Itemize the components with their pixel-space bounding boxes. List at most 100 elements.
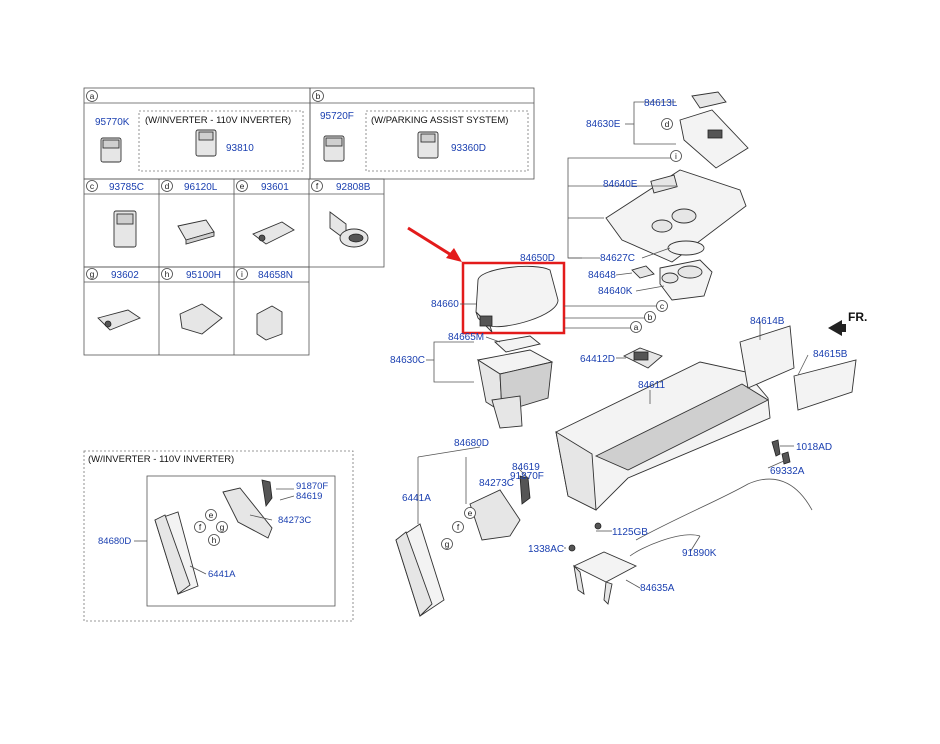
main-exploded-view: FR. d i xyxy=(390,91,867,617)
main-circle-f: f xyxy=(457,522,460,532)
part-96120L[interactable]: 96120L xyxy=(184,182,218,193)
inverter-84273C-drawing[interactable] xyxy=(469,489,521,541)
front-label: FR. xyxy=(848,310,867,324)
jack-93602-drawing xyxy=(97,309,141,331)
switch-93785C-drawing xyxy=(113,210,137,248)
switch-95770K-drawing xyxy=(100,137,122,163)
ring-84627C-drawing[interactable] xyxy=(667,240,705,256)
detail-91870F[interactable]: 91870F xyxy=(296,481,328,492)
part-95770K[interactable]: 95770K xyxy=(95,117,130,128)
jack-93601-drawing xyxy=(252,221,295,245)
switch-95720F-drawing xyxy=(323,135,345,162)
part-93601[interactable]: 93601 xyxy=(261,182,289,193)
cupholder-84640K-drawing[interactable] xyxy=(659,259,713,301)
label-84665M[interactable]: 84665M xyxy=(448,332,484,343)
detail-6441A[interactable]: 6441A xyxy=(208,569,236,580)
label-84640E[interactable]: 84640E xyxy=(603,179,638,190)
label-84648[interactable]: 84648 xyxy=(588,270,616,281)
mat-84648-drawing[interactable] xyxy=(631,265,655,279)
label-84635A[interactable]: 84635A xyxy=(640,583,675,594)
panel-84615B-drawing[interactable] xyxy=(793,359,857,411)
part-93810[interactable]: 93810 xyxy=(226,143,254,154)
part-92808B[interactable]: 92808B xyxy=(336,182,371,193)
label-84650D[interactable]: 84650D xyxy=(520,253,555,264)
label-1018AD[interactable]: 1018AD xyxy=(796,442,832,453)
callout-table: a b c d e f g h i 95770K (W/INVERTER - 1… xyxy=(83,87,535,356)
clip-69332A-drawing[interactable] xyxy=(781,451,791,465)
detail-circle-f: f xyxy=(199,522,202,532)
console-body-84611-drawing[interactable] xyxy=(555,361,771,511)
cell-h-letter: h xyxy=(165,269,170,279)
label-1125GB[interactable]: 1125GB xyxy=(612,527,648,538)
label-69332A[interactable]: 69332A xyxy=(770,466,805,477)
cell-c-letter: c xyxy=(90,181,95,191)
cell-i-letter: i xyxy=(241,269,243,279)
main-circle-e: e xyxy=(468,508,473,518)
harness-91870F-drawing[interactable] xyxy=(519,475,531,505)
label-84619[interactable]: 84619 xyxy=(512,462,540,473)
bracket-84635A-drawing[interactable] xyxy=(572,551,638,605)
storage-box-84630C-drawing[interactable] xyxy=(476,349,554,429)
inverter-detail: (W/INVERTER - 110V INVERTER) 91870F 8461… xyxy=(83,450,354,622)
detail-circle-e: e xyxy=(209,510,214,520)
highlight-arrow xyxy=(407,226,457,260)
unit-95100H-drawing xyxy=(179,303,223,335)
cell-b-letter: b xyxy=(316,91,321,101)
note-parking-assist: (W/PARKING ASSIST SYSTEM) xyxy=(371,115,508,126)
label-84613L[interactable]: 84613L xyxy=(644,98,678,109)
label-84680D[interactable]: 84680D xyxy=(454,438,489,449)
module-96120L-drawing xyxy=(177,219,215,245)
label-84630C[interactable]: 84630C xyxy=(390,355,425,366)
pad-84665M-drawing[interactable] xyxy=(494,335,542,353)
detail-84273C[interactable]: 84273C xyxy=(278,515,311,526)
cap-84613L-drawing[interactable] xyxy=(691,91,727,109)
main-circle-b: b xyxy=(648,312,653,322)
label-84627C[interactable]: 84627C xyxy=(600,253,635,264)
part-95100H[interactable]: 95100H xyxy=(186,270,221,281)
clip-84658N-drawing xyxy=(256,305,283,341)
part-93785C[interactable]: 93785C xyxy=(109,182,144,193)
switch-93360D-drawing xyxy=(417,131,439,159)
screw-1018AD-drawing[interactable] xyxy=(771,439,781,457)
part-93360D[interactable]: 93360D xyxy=(451,143,486,154)
label-84615B[interactable]: 84615B xyxy=(813,349,848,360)
label-84660[interactable]: 84660 xyxy=(431,299,459,310)
cell-b xyxy=(309,87,535,180)
wiring-91890K-drawing[interactable] xyxy=(635,478,813,541)
label-91890K[interactable]: 91890K xyxy=(682,548,717,559)
part-84658N[interactable]: 84658N xyxy=(258,270,293,281)
nut-1338AC-drawing[interactable] xyxy=(568,544,576,552)
label-84640K[interactable]: 84640K xyxy=(598,286,633,297)
label-64412D[interactable]: 64412D xyxy=(580,354,615,365)
panel-84614B-drawing[interactable] xyxy=(739,325,795,389)
label-84273C[interactable]: 84273C xyxy=(479,478,514,489)
main-circle-d: d xyxy=(665,119,670,129)
part-93602[interactable]: 93602 xyxy=(111,270,139,281)
main-circle-i: i xyxy=(675,151,677,161)
main-circle-a: a xyxy=(634,322,639,332)
trim-84630E-drawing[interactable] xyxy=(679,109,749,169)
inverter-detail-title: (W/INVERTER - 110V INVERTER) xyxy=(88,454,234,465)
bolt-1125GB-drawing[interactable] xyxy=(594,522,602,530)
armrest-84660-drawing[interactable] xyxy=(475,265,559,333)
front-arrow-icon xyxy=(828,320,846,336)
label-84614B[interactable]: 84614B xyxy=(750,316,785,327)
label-84630E[interactable]: 84630E xyxy=(586,119,621,130)
detail-84680D[interactable]: 84680D xyxy=(98,536,131,547)
detail-84619[interactable]: 84619 xyxy=(296,491,322,502)
detail-circle-h: h xyxy=(212,535,217,545)
label-84611[interactable]: 84611 xyxy=(638,380,666,391)
upper-console-84640E-drawing[interactable] xyxy=(605,169,747,263)
switch-93810-drawing xyxy=(195,129,217,157)
cell-f-letter: f xyxy=(316,181,319,191)
label-91870F[interactable]: 91870F xyxy=(510,471,544,482)
label-1338AC[interactable]: 1338AC xyxy=(528,544,564,555)
part-95720F[interactable]: 95720F xyxy=(320,111,354,122)
cell-a-letter: a xyxy=(90,91,95,101)
socket-92808B-drawing xyxy=(329,211,369,248)
main-circle-g: g xyxy=(445,539,450,549)
bezel-6441A-drawing[interactable] xyxy=(395,523,445,617)
label-6441A[interactable]: 6441A xyxy=(402,493,431,504)
